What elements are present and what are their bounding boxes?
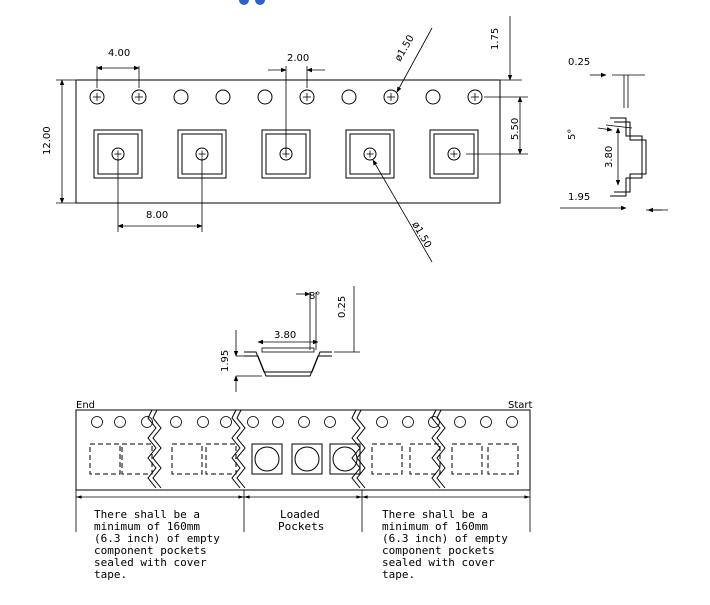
reel-hole	[324, 416, 336, 428]
reel-hole	[247, 416, 259, 428]
label-end: End	[76, 400, 95, 411]
empty-pocket	[451, 443, 483, 475]
dim-hole-pitch: 4.00	[108, 48, 130, 59]
sprocket-hole	[341, 89, 357, 105]
reel-hole	[454, 416, 466, 428]
section-dim-angle: 8°	[309, 291, 320, 302]
break-mark	[431, 409, 446, 489]
reel-hole	[220, 416, 232, 428]
reel-hole	[272, 416, 284, 428]
sprocket-hole	[425, 89, 441, 105]
note-right: There shall be a minimum of 160mm (6.3 i…	[382, 508, 514, 581]
reel-strip: End Start There shall be a minimum of 16…	[75, 400, 533, 581]
reel-hole	[298, 416, 310, 428]
tape-outline	[75, 79, 501, 204]
reel-strip-outline	[75, 409, 531, 491]
reel-hole	[480, 416, 492, 428]
reel-hole	[506, 416, 518, 428]
reel-pocket-row	[89, 443, 519, 475]
carrier-tape-top-view: 4.00 2.00 ø1.50 1.75 12.00 5.50 8.00 ø1.	[42, 16, 528, 263]
sprocket-hole	[299, 89, 315, 105]
side-dim-pocket-width: 3.80	[604, 146, 615, 168]
section-dim-thickness: 0.25	[337, 296, 348, 318]
dim-hole-to-pocket: 5.50	[510, 118, 521, 140]
break-marks	[147, 409, 446, 489]
label-start: Start	[508, 400, 533, 411]
reel-hole	[402, 416, 414, 428]
empty-pocket	[409, 443, 441, 475]
reel-hole	[114, 416, 126, 428]
side-dim-depth: 1.95	[568, 192, 590, 203]
dim-pocket-hole-diameter: ø1.50	[409, 220, 433, 250]
sprocket-hole	[173, 89, 189, 105]
reel-hole	[91, 416, 103, 428]
sprocket-hole	[215, 89, 231, 105]
empty-pocket	[171, 443, 203, 475]
side-dim-thickness: 0.25	[568, 57, 590, 68]
dim-hole-offset: 2.00	[287, 53, 309, 64]
empty-pocket	[121, 443, 153, 475]
section-dim-depth: 1.95	[220, 350, 231, 372]
pocket-side-view: 0.25 5° 3.80 1.95	[560, 57, 668, 213]
dim-hole-diameter: ø1.50	[393, 33, 417, 63]
loaded-pocket	[329, 443, 361, 475]
empty-pocket	[487, 443, 519, 475]
loaded-pocket	[251, 443, 283, 475]
reel-hole-row	[91, 416, 518, 428]
break-mark	[351, 409, 366, 489]
sprocket-hole	[89, 89, 105, 105]
sprocket-hole	[383, 89, 399, 105]
empty-pocket	[371, 443, 403, 475]
empty-pocket	[89, 443, 121, 475]
note-middle: Loaded Pockets	[278, 508, 326, 533]
break-mark	[231, 409, 246, 489]
dim-edge-to-hole: 1.75	[490, 28, 501, 50]
sprocket-hole-row	[89, 89, 483, 105]
reel-hole	[428, 416, 440, 428]
dim-tape-width: 12.00	[42, 126, 53, 155]
pocket-cross-section: 3.80 8° 0.25 1.95	[220, 286, 360, 392]
empty-pocket	[205, 443, 237, 475]
loaded-pocket	[291, 443, 323, 475]
reel-hole	[197, 416, 209, 428]
reel-hole	[141, 416, 153, 428]
sprocket-hole	[131, 89, 147, 105]
sprocket-hole	[467, 89, 483, 105]
side-dim-angle: 5°	[567, 129, 578, 140]
reel-hole	[170, 416, 182, 428]
break-mark	[147, 409, 162, 489]
section-dim-pocket-width: 3.80	[274, 330, 296, 341]
dim-pocket-pitch: 8.00	[146, 210, 168, 221]
pocket	[345, 129, 395, 179]
reel-hole	[376, 416, 388, 428]
sprocket-hole	[257, 89, 273, 105]
note-left: There shall be a minimum of 160mm (6.3 i…	[94, 508, 226, 581]
header-accent	[239, 0, 265, 5]
